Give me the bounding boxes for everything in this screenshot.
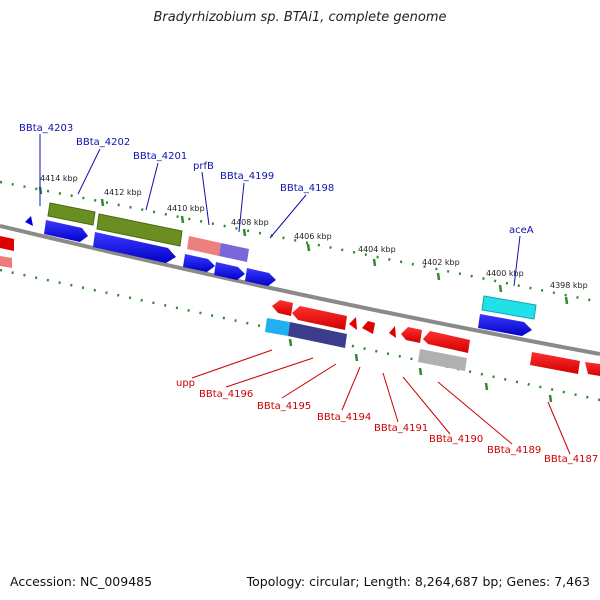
outer-scale: [0, 180, 600, 304]
gene-box-green[interactable]: [96, 213, 183, 247]
gene-arrow-partial-red[interactable]: [0, 236, 14, 251]
kbp-label: 4404 kbp: [358, 245, 396, 254]
gene-arrow-red-small[interactable]: [362, 321, 375, 334]
gene-arrow-red[interactable]: [530, 352, 580, 374]
reverse-leader-lines: [191, 349, 571, 455]
gene-box-purple[interactable]: [219, 243, 249, 262]
gene-arrow-red[interactable]: [423, 331, 470, 353]
kbp-label: 4406 kbp: [294, 232, 332, 241]
kbp-label: 4400 kbp: [486, 269, 524, 278]
accession-text: Accession: NC_009485: [10, 574, 153, 589]
gene-arrow-blue[interactable]: [93, 232, 176, 263]
gene-label-upp[interactable]: upp: [176, 378, 195, 389]
genome-title: Bradyrhizobium sp. BTAi1, complete genom…: [153, 10, 447, 25]
gene-label-bbta-4203[interactable]: BBta_4203: [19, 123, 73, 134]
gene-arrow-red[interactable]: [401, 327, 422, 343]
gene-box-cyan[interactable]: [481, 295, 537, 320]
gene-arrow-red[interactable]: [272, 300, 293, 316]
gene-arrow-blue[interactable]: [214, 262, 245, 280]
gene-arrow-red[interactable]: [585, 362, 600, 376]
kbp-label: 4412 kbp: [104, 188, 142, 197]
gene-label-bbta-4190[interactable]: BBta_4190: [429, 434, 483, 445]
gene-label-bbta-4194[interactable]: BBta_4194: [317, 412, 371, 423]
gene-label-prfb[interactable]: prfB: [193, 161, 214, 172]
gene-box-gray[interactable]: [418, 349, 467, 371]
gene-arrow-red-small[interactable]: [389, 326, 396, 338]
gene-label-acea[interactable]: aceA: [509, 225, 534, 236]
gene-box-salmon[interactable]: [187, 236, 221, 256]
inner-major-ticks: [288, 338, 553, 403]
gene-label-bbta-4201[interactable]: BBta_4201: [133, 151, 187, 162]
gene-label-bbta-4198[interactable]: BBta_4198: [280, 183, 334, 194]
gene-label-bbta-4202[interactable]: BBta_4202: [76, 137, 130, 148]
gene-label-bbta-4191[interactable]: BBta_4191: [374, 423, 428, 434]
gene-arrow-blue[interactable]: [245, 268, 276, 286]
kbp-label: 4414 kbp: [40, 174, 78, 183]
gene-arrow-blue[interactable]: [44, 220, 88, 242]
gene-label-bbta-4199[interactable]: BBta_4199: [220, 171, 274, 182]
gene-box-navy[interactable]: [288, 322, 347, 348]
gene-arrow-red-small[interactable]: [349, 317, 357, 330]
gene-label-bbta-4189[interactable]: BBta_4189: [487, 445, 541, 456]
gene-arrow-blue[interactable]: [478, 314, 532, 336]
gene-label-bbta-4187[interactable]: BBta_4187: [544, 454, 598, 465]
forward-leader-lines: [39, 134, 521, 287]
gene-arrow-small-blue[interactable]: [25, 216, 33, 226]
gene-label-bbta-4195[interactable]: BBta_4195: [257, 401, 311, 412]
kbp-label: 4408 kbp: [231, 218, 269, 227]
gene-box-green[interactable]: [47, 202, 96, 226]
topology-text: Topology: circular; Length: 8,264,687 bp…: [246, 574, 590, 589]
gene-box-cyan[interactable]: [265, 318, 290, 336]
kbp-label: 4410 kbp: [167, 204, 205, 213]
gene-arrow-blue[interactable]: [183, 254, 215, 272]
gene-arrow-red[interactable]: [292, 306, 347, 330]
genome-backbone: [0, 224, 600, 356]
gene-label-bbta-4196[interactable]: BBta_4196: [199, 389, 253, 400]
kbp-label: 4402 kbp: [422, 258, 460, 267]
gene-arrow-partial-pink[interactable]: [0, 256, 12, 268]
kbp-label: 4398 kbp: [550, 281, 588, 290]
